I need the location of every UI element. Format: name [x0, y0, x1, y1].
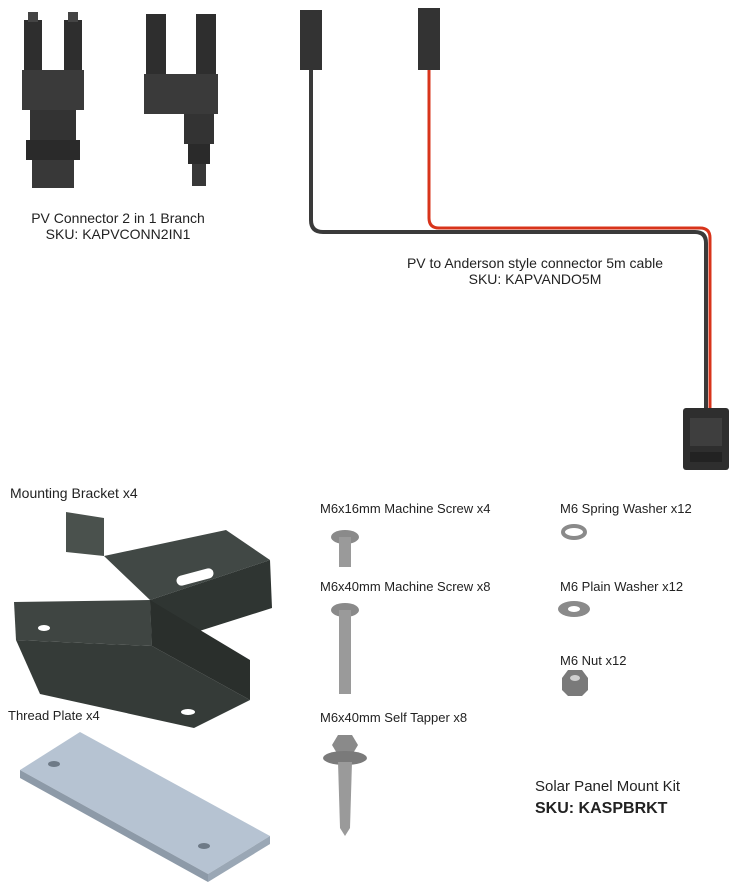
nut-label: M6 Nut x12 — [560, 653, 627, 668]
mount-kit-name: Solar Panel Mount Kit — [535, 778, 681, 795]
screw-40-label: M6x40mm Machine Screw x8 — [320, 579, 491, 594]
thread-plate — [20, 732, 270, 882]
anderson-cable — [300, 8, 729, 470]
mounting-bracket — [14, 512, 272, 728]
self-tapper-screw — [323, 735, 367, 836]
plain-washer-label: M6 Plain Washer x12 — [560, 579, 684, 594]
anderson-cable-name: PV to Anderson style connector 5m cable — [406, 255, 664, 271]
mount-kit-sku: SKU: KASPBRKT — [535, 800, 668, 817]
thread-plate-label: Thread Plate x4 — [8, 708, 100, 723]
spring-washer-label: M6 Spring Washer x12 — [560, 501, 692, 516]
machine-screw-40mm — [331, 603, 359, 694]
hex-nut — [562, 670, 588, 696]
pv-branch-connector-left — [22, 12, 84, 188]
machine-screw-16mm — [331, 530, 359, 567]
pv-branch-connector-right — [144, 14, 218, 186]
anderson-cable-label: PV to Anderson style connector 5m cable … — [380, 255, 690, 287]
pv-branch-name: PV Connector 2 in 1 Branch — [31, 210, 205, 226]
pv-branch-sku: SKU: KAPVCONN2IN1 — [45, 226, 191, 242]
self-tapper-label: M6x40mm Self Tapper x8 — [320, 710, 468, 725]
mounting-bracket-label: Mounting Bracket x4 — [10, 485, 138, 501]
pv-branch-label: PV Connector 2 in 1 Branch SKU: KAPVCONN… — [0, 210, 236, 242]
spring-washer — [561, 524, 587, 540]
plain-washer — [558, 601, 590, 617]
screw-16-label: M6x16mm Machine Screw x4 — [320, 501, 491, 516]
anderson-cable-sku: SKU: KAPVANDO5M — [468, 271, 602, 287]
